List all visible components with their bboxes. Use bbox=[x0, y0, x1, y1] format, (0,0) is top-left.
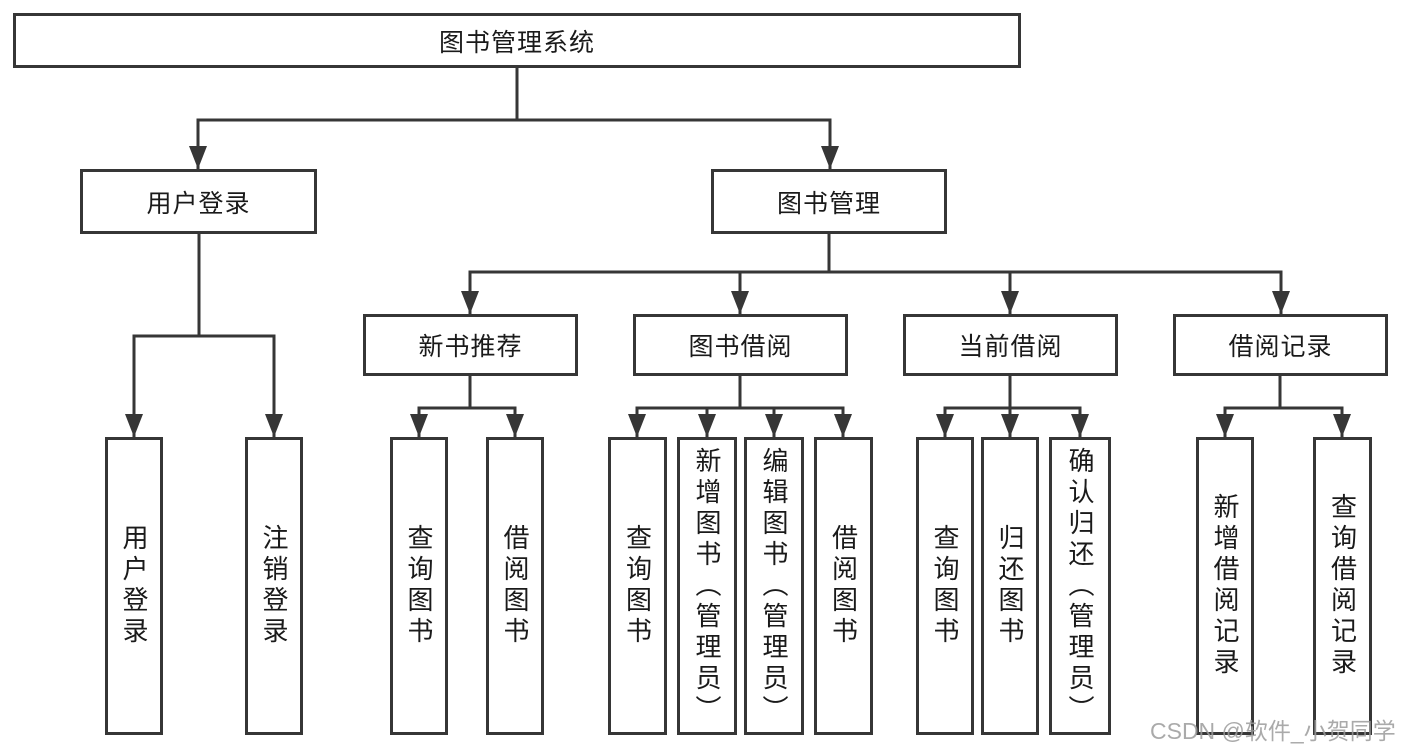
node-current-borrowing: 当前借阅 bbox=[903, 314, 1118, 376]
leaf-logout: 注销登录 bbox=[245, 437, 303, 735]
leaf-query-books-borrowing: 查询图书 bbox=[608, 437, 667, 735]
connector-lines bbox=[132, 68, 1344, 437]
node-library-system: 图书管理系统 bbox=[13, 13, 1021, 68]
leaf-add-borrow-record: 新增借阅记录 bbox=[1196, 437, 1254, 735]
leaf-query-borrow-record: 查询借阅记录 bbox=[1313, 437, 1372, 735]
leaf-borrow-books-recommend: 借阅图书 bbox=[486, 437, 544, 735]
csdn-watermark: CSDN @软件_小贺同学 bbox=[1150, 718, 1396, 744]
node-new-book-recommend: 新书推荐 bbox=[363, 314, 578, 376]
node-book-borrowing: 图书借阅 bbox=[633, 314, 848, 376]
node-book-management: 图书管理 bbox=[711, 169, 947, 234]
leaf-confirm-return-admin: 确认归还（管理员） bbox=[1049, 437, 1111, 735]
leaf-query-books-recommend: 查询图书 bbox=[390, 437, 448, 735]
node-borrowing-records: 借阅记录 bbox=[1173, 314, 1388, 376]
leaf-return-books: 归还图书 bbox=[981, 437, 1039, 735]
leaf-add-books-admin: 新增图书（管理员） bbox=[677, 437, 737, 735]
node-user-login: 用户登录 bbox=[80, 169, 317, 234]
leaf-borrow-books-borrowing: 借阅图书 bbox=[814, 437, 873, 735]
leaf-edit-books-admin: 编辑图书（管理员） bbox=[744, 437, 804, 735]
leaf-user-login: 用户登录 bbox=[105, 437, 163, 735]
leaf-query-books-current: 查询图书 bbox=[916, 437, 974, 735]
